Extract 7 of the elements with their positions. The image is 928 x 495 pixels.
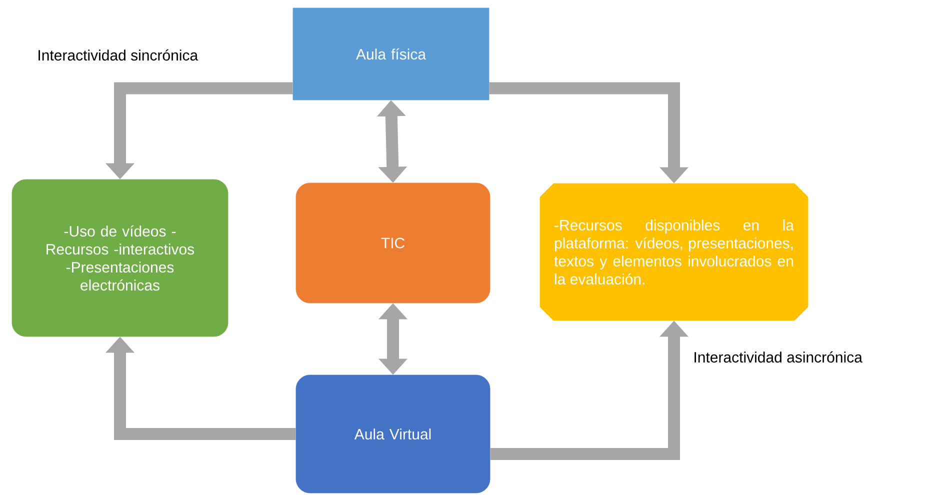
resource-box: -Uso de vídeos -Recursos -interactivos -Presentaciones electrónicas: [12, 179, 228, 337]
annotation: Interactividad sincrónica: [38, 49, 198, 61]
annotation: Interactividad asincrónica: [694, 351, 862, 363]
resource-box: -Recursos disponibles en la plataforma: vídeos, presentaciones, textos y elementos involucrados en la evaluación.: [540, 183, 808, 321]
classroom-box: Aula física: [292, 8, 490, 100]
classroom-box: Aula Virtual: [296, 374, 490, 494]
center-box: TIC: [296, 182, 490, 304]
